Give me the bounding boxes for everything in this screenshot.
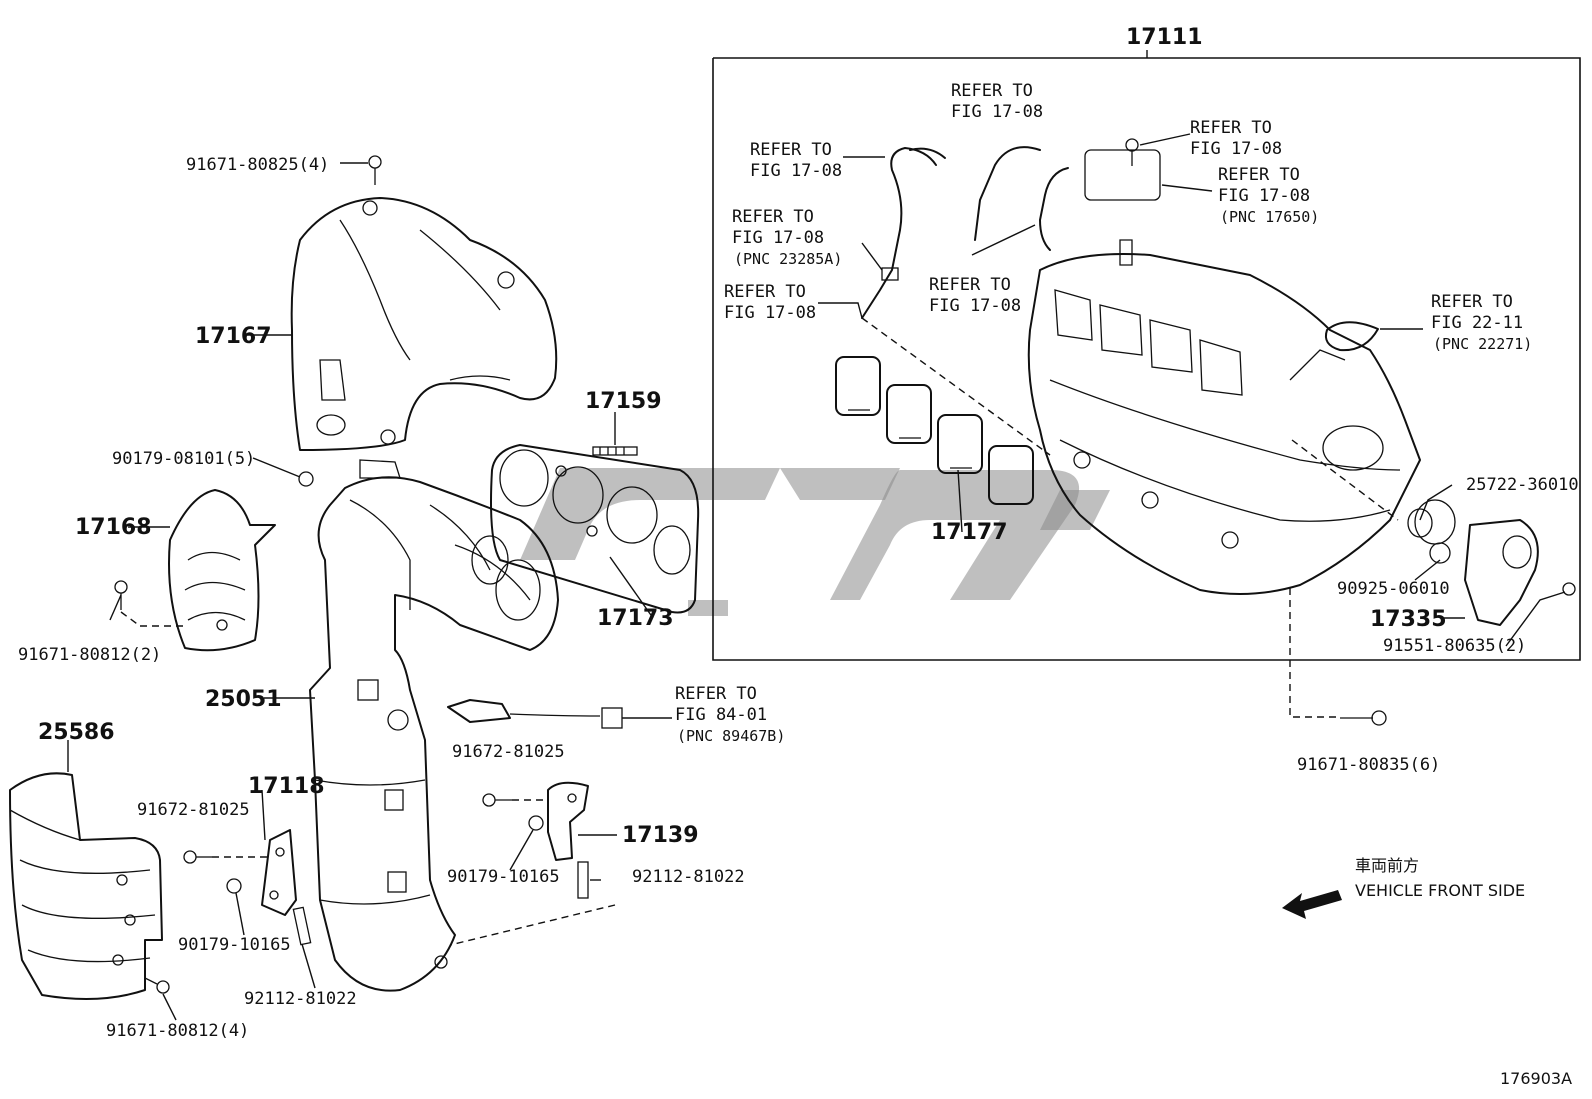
refer-fig-top-1: FIG 17-08 xyxy=(951,102,1043,122)
label-25586: 25586 xyxy=(38,720,115,745)
intake-gaskets xyxy=(835,356,1034,505)
label-17118: 17118 xyxy=(248,774,325,799)
refer-note-9: REFER TO xyxy=(675,684,757,704)
leader-lines xyxy=(67,133,1566,1021)
stud-17159 xyxy=(592,446,638,456)
refer-note-6: REFER TO xyxy=(724,282,806,302)
refer-notes: REFER TO FIG 17-08 REFER TO FIG 17-08 RE… xyxy=(675,81,1532,745)
label-17139: 17139 xyxy=(622,823,699,848)
exhaust-heat-insulator xyxy=(290,197,558,451)
lower-heat-insulator xyxy=(9,772,163,1000)
exhaust-manifold-gasket xyxy=(490,444,700,614)
refer-fig-6: FIG 17-08 xyxy=(724,303,816,323)
label-17177: 17177 xyxy=(931,520,1008,545)
exhaust-manifold-converter xyxy=(309,459,559,992)
label-91671-80835: 91671-80835(6) xyxy=(1297,755,1440,775)
refer-note-2: REFER TO xyxy=(750,140,832,160)
refer-fig-2: FIG 17-08 xyxy=(750,161,842,181)
label-25051: 25051 xyxy=(205,687,282,712)
refer-fig-7: FIG 17-08 xyxy=(929,296,1021,316)
refer-note-5: REFER TO xyxy=(732,207,814,227)
part-labels: 17111 91671-80825(4) 17167 90179-08101(5… xyxy=(18,25,1579,1041)
vehicle-front-en: VEHICLE FRONT SIDE xyxy=(1355,881,1525,900)
throttle-body xyxy=(1414,499,1576,626)
refer-fig-5: FIG 17-08 xyxy=(732,228,824,248)
label-90179-10165-left: 90179-10165 xyxy=(178,935,291,955)
refer-note-7: REFER TO xyxy=(929,275,1011,295)
label-91672-81025-right: 91672-81025 xyxy=(452,742,565,762)
bracket-17139 xyxy=(547,781,589,861)
label-91551-80635: 91551-80635(2) xyxy=(1383,636,1526,656)
refer-note-8: REFER TO xyxy=(1431,292,1513,312)
refer-pnc-22271: (PNC 22271) xyxy=(1433,335,1532,353)
refer-pnc-23285a: (PNC 23285A) xyxy=(734,250,842,268)
label-91672-81025-left: 91672-81025 xyxy=(137,800,250,820)
label-17111: 17111 xyxy=(1126,25,1203,50)
label-25722-36010: 25722-36010 xyxy=(1466,475,1579,495)
refer-note-4: REFER TO xyxy=(1218,165,1300,185)
figure-id: 176903A xyxy=(1500,1069,1572,1088)
oxygen-sensor xyxy=(447,699,672,729)
fasteners xyxy=(114,155,1387,994)
direction-note: 車両前方 VEHICLE FRONT SIDE xyxy=(1355,856,1525,900)
bracket-17118 xyxy=(261,829,297,916)
intake-manifold xyxy=(1027,239,1421,595)
label-17173: 17173 xyxy=(597,606,674,631)
label-17335: 17335 xyxy=(1370,607,1447,632)
label-17168: 17168 xyxy=(75,515,152,540)
small-heat-insulator xyxy=(168,489,276,652)
label-90179-08101: 90179-08101(5) xyxy=(112,449,255,469)
refer-note-3: REFER TO xyxy=(1190,118,1272,138)
intake-frame xyxy=(712,50,1581,661)
label-91671-80812-4: 91671-80812(4) xyxy=(106,1021,249,1041)
refer-fig-4: FIG 17-08 xyxy=(1218,186,1310,206)
label-17159: 17159 xyxy=(585,389,662,414)
vehicle-front-jp: 車両前方 xyxy=(1355,856,1419,875)
refer-fig-3: FIG 17-08 xyxy=(1190,139,1282,159)
label-90925-06010: 90925-06010 xyxy=(1337,579,1450,599)
label-91671-80825: 91671-80825(4) xyxy=(186,155,329,175)
label-90179-10165-right: 90179-10165 xyxy=(447,867,560,887)
refer-note-top-1: REFER TO xyxy=(951,81,1033,101)
label-92112-81022-left: 92112-81022 xyxy=(244,989,357,1009)
vacuum-hoses xyxy=(861,138,1161,319)
refer-pnc-89467b: (PNC 89467B) xyxy=(677,727,785,745)
label-92112-81022-right: 92112-81022 xyxy=(632,867,745,887)
label-17167: 17167 xyxy=(195,324,272,349)
vehicle-front-arrow-icon xyxy=(1282,890,1342,919)
refer-fig-2211: FIG 22-11 xyxy=(1431,313,1523,333)
refer-pnc-17650: (PNC 17650) xyxy=(1220,208,1319,226)
refer-fig-8401: FIG 84-01 xyxy=(675,705,767,725)
label-91671-80812-2: 91671-80812(2) xyxy=(18,645,161,665)
